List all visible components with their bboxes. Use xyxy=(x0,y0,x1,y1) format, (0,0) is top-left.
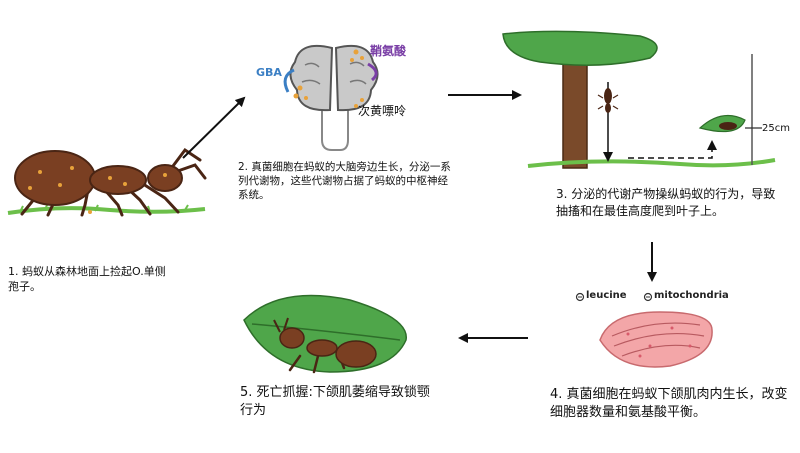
ant-head xyxy=(147,164,183,192)
ant-on-leaf xyxy=(719,122,737,130)
gripping-ant xyxy=(273,317,377,374)
death-grip-illustration xyxy=(243,294,407,374)
brain-illustration xyxy=(283,44,379,151)
mitochondria-label: mitochondria xyxy=(654,290,729,301)
tree-trunk xyxy=(562,59,588,169)
step-5-caption: 5. 死亡抓握:下颌肌萎缩导致锁颚行为 xyxy=(240,384,440,420)
step-2-caption: 2. 真菌细胞在蚂蚁的大脑旁边生长，分泌一系列代谢物，这些代谢物占据了蚂蚁的中枢… xyxy=(238,160,456,202)
mandible-muscle xyxy=(599,311,713,368)
step-1-caption: 1. 蚂蚁从森林地面上捡起O.单侧孢子。 xyxy=(8,264,168,294)
muscle-illustration xyxy=(575,292,713,368)
ergothioneine-arrow xyxy=(367,62,378,82)
muscle-legend: leucine xyxy=(586,290,627,301)
ant-abdomen xyxy=(14,150,96,206)
hypoxanthine-label: 次黄嘌呤 xyxy=(358,104,407,118)
brain-left-hemisphere xyxy=(289,44,334,112)
mitochondria-marker-icon xyxy=(643,292,653,302)
ant-forest-floor-illustration xyxy=(7,147,207,217)
step-3-caption: 3. 分泌的代谢产物操纵蚂蚁的行为，导致抽搐和在最佳高度爬到叶子上。 xyxy=(556,186,786,220)
leucine-label: leucine xyxy=(586,290,627,301)
dashed-path-arrow xyxy=(628,140,717,159)
mitochondria-legend: mitochondria xyxy=(654,290,729,301)
step-4-caption: 4. 真菌细胞在蚂蚁下颌肌肉内生长，改变细胞器数量和氨基酸平衡。 xyxy=(550,386,790,422)
height-label: 25cm xyxy=(762,123,790,134)
climbing-ant xyxy=(597,88,619,113)
ant-thorax xyxy=(89,165,147,195)
gba-arrow xyxy=(283,68,295,93)
fungus-spore-dots xyxy=(28,166,167,214)
arrow-step1-to-step2 xyxy=(182,96,246,159)
leucine-marker-icon xyxy=(575,292,585,302)
tree-leaf-height-illustration xyxy=(502,30,776,169)
death-grip-leaf xyxy=(243,294,407,373)
gba-label: GBA xyxy=(256,66,282,79)
tree-canopy xyxy=(502,30,658,66)
brain-right-hemisphere xyxy=(334,44,379,112)
brain-stem xyxy=(321,108,349,151)
ergothioneine-label: 鞘氨酸 xyxy=(370,44,407,58)
ground-line xyxy=(527,158,776,168)
